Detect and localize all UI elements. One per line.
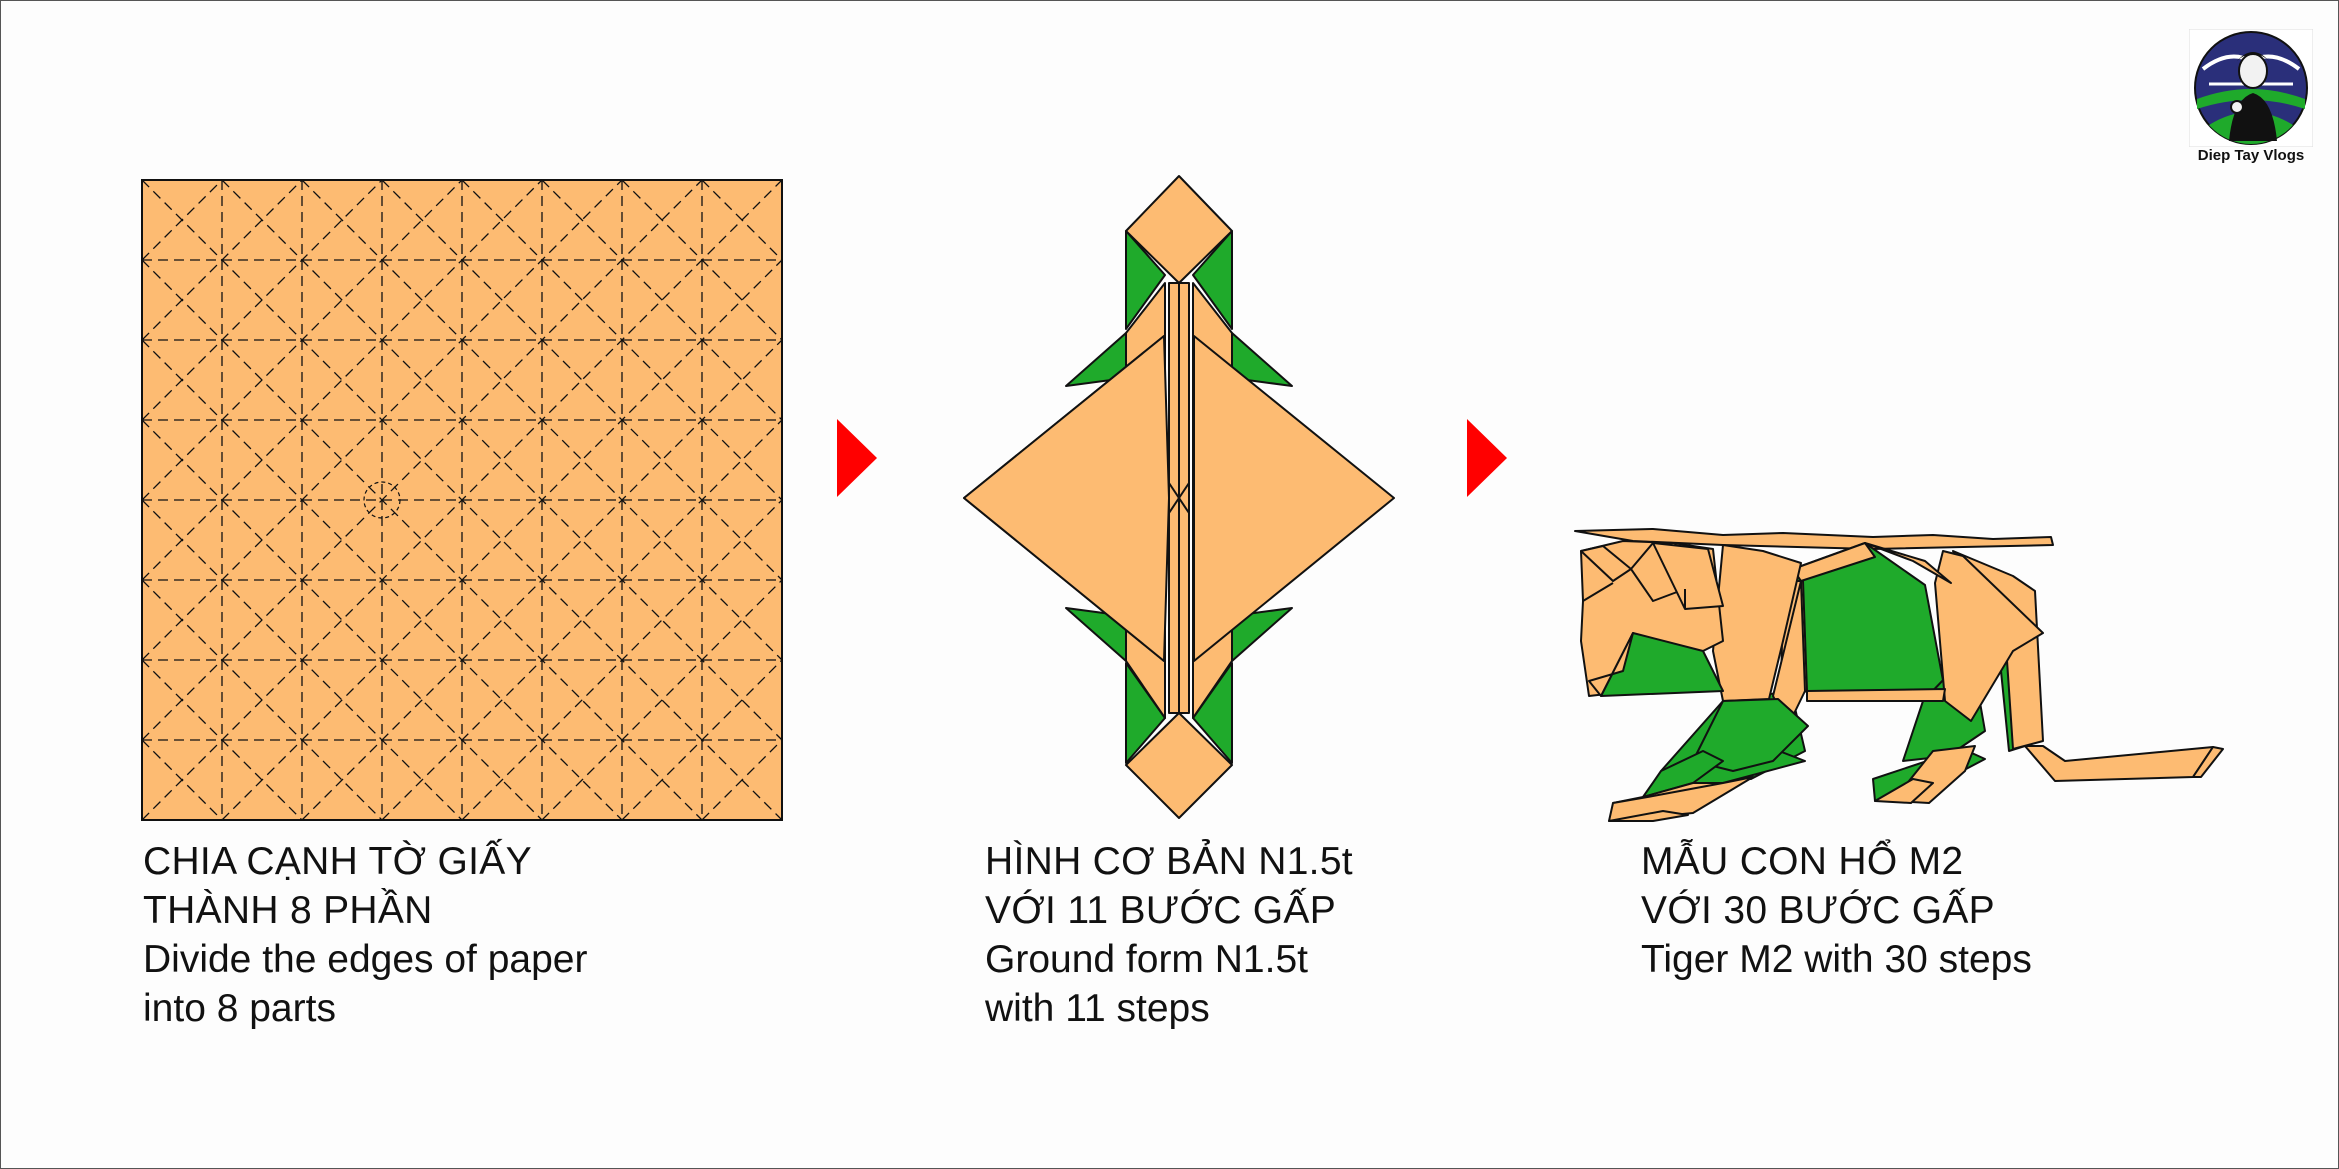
step-3-title-vi-2: VỚI 30 BƯỚC GẤP [1641, 889, 1995, 932]
portrait-logo-icon [2189, 29, 2313, 147]
step-2-caption: HÌNH CƠ BẢN N1.5t VỚI 11 BƯỚC GẤP Ground… [985, 837, 1353, 1033]
step-1-title-vi-1: CHIA CẠNH TỜ GIẤY [143, 840, 532, 883]
step-2-title-en-1: Ground form N1.5t [985, 938, 1308, 981]
step-3-caption: MẪU CON HỔ M2 VỚI 30 BƯỚC GẤP Tiger M2 w… [1641, 837, 2032, 984]
step-2-title-en-2: with 11 steps [985, 987, 1210, 1030]
crease-pattern-diagram [141, 179, 783, 821]
tiger-model-svg [1574, 528, 2224, 822]
step-3-title-en-1: Tiger M2 with 30 steps [1641, 938, 2032, 981]
step-1-title-en-1: Divide the edges of paper [143, 938, 588, 981]
step-3-title-vi-1: MẪU CON HỔ M2 [1641, 840, 1964, 883]
next-step-arrow-2 [1467, 419, 1507, 497]
channel-logo[interactable]: Diep Tay Vlogs [2189, 29, 2313, 169]
step-1-caption: CHIA CẠNH TỜ GIẤY THÀNH 8 PHẦN Divide th… [143, 837, 587, 1033]
next-step-arrow-1 [837, 419, 877, 497]
arrow-right-icon [1467, 419, 1507, 497]
step-2-title-vi-2: VỚI 11 BƯỚC GẤP [985, 889, 1337, 932]
logo-caption: Diep Tay Vlogs [2197, 147, 2305, 164]
step-2-title-vi-1: HÌNH CƠ BẢN N1.5t [985, 840, 1353, 883]
step-1-title-vi-2: THÀNH 8 PHẦN [143, 889, 433, 932]
tiger-model-diagram [1573, 521, 2233, 823]
base-form-diagram [961, 173, 1397, 821]
arrow-right-icon [837, 419, 877, 497]
step-1-title-en-2: into 8 parts [143, 987, 336, 1030]
base-form-svg [963, 175, 1395, 819]
crease-pattern-svg [141, 179, 783, 821]
